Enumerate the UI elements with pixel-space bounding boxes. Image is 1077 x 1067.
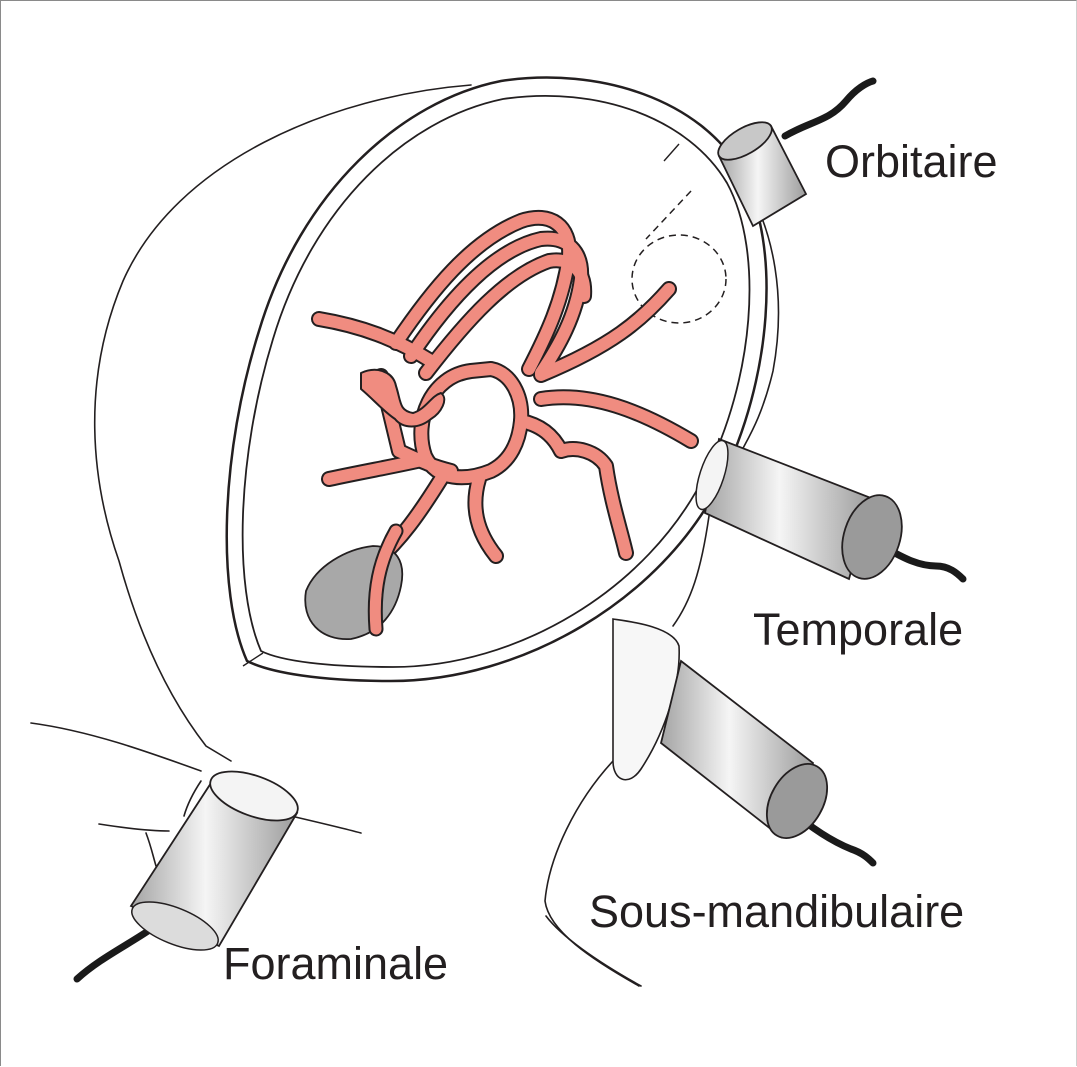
label-sous-mandibulaire: Sous-mandibulaire	[589, 889, 964, 934]
label-orbitaire: Orbitaire	[825, 139, 998, 184]
probe-temporale	[689, 437, 911, 586]
probe-foraminale	[126, 761, 304, 959]
foramen-shading	[305, 531, 402, 639]
label-temporale: Temporale	[753, 607, 963, 652]
label-foraminale: Foraminale	[223, 941, 448, 986]
